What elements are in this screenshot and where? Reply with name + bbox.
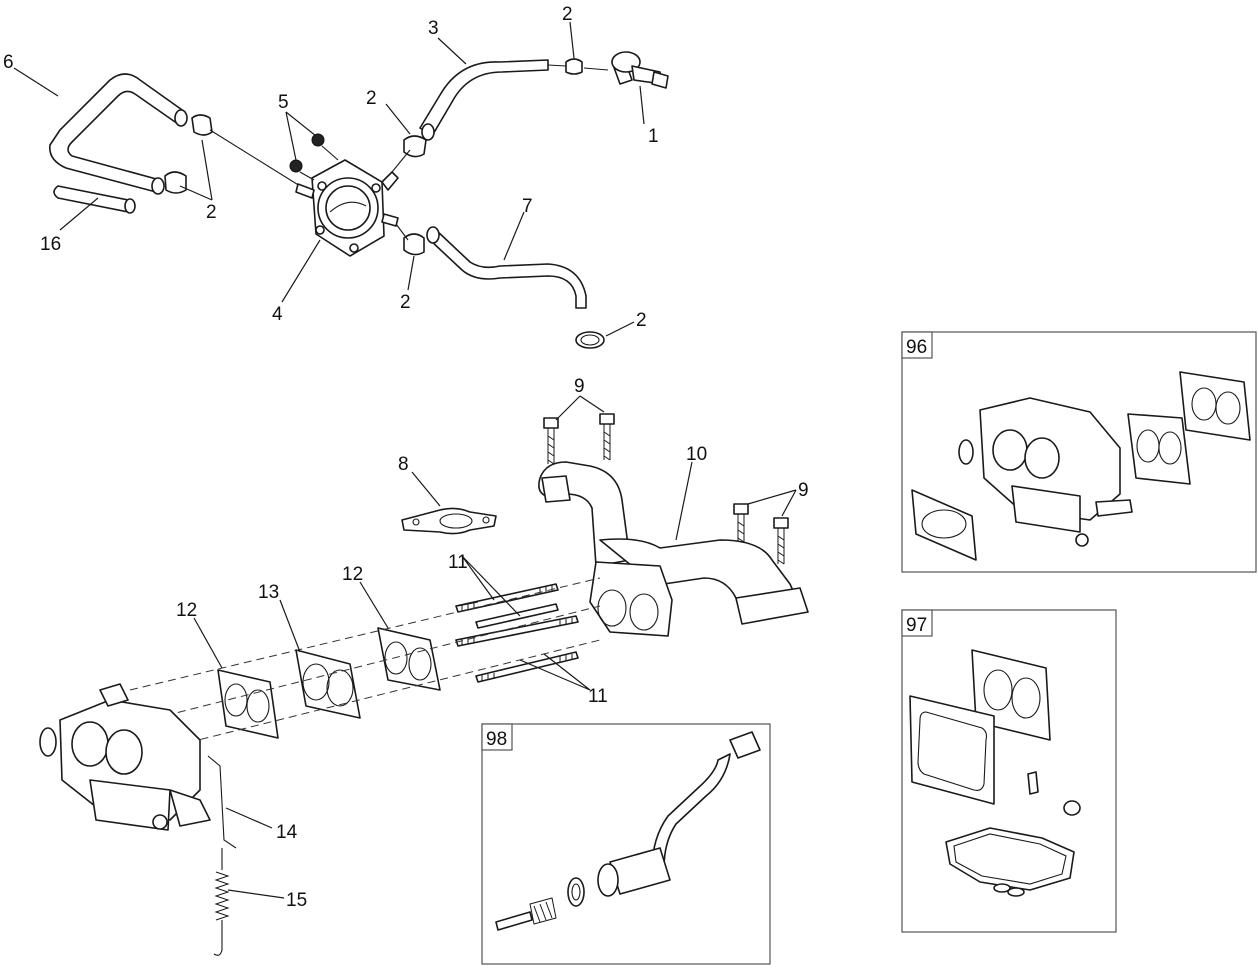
spacer-13 xyxy=(295,649,361,719)
fuel-filter-1 xyxy=(611,51,669,89)
callout-2-bottom: 2 xyxy=(400,292,411,313)
intake-manifold-10 xyxy=(538,461,809,637)
hose-16 xyxy=(53,185,136,214)
gasket-8 xyxy=(401,507,497,535)
hose-clamp-2d xyxy=(565,58,583,75)
kit-98-frame xyxy=(481,723,771,965)
callout-2-top: 2 xyxy=(562,4,573,25)
carburetor xyxy=(39,683,211,831)
callout-14: 14 xyxy=(276,822,298,843)
callout-2-right: 2 xyxy=(636,310,647,331)
kit-96-frame xyxy=(901,331,1257,573)
callout-4: 4 xyxy=(272,304,283,325)
kit-97-frame xyxy=(901,609,1117,933)
fuel-hose-7 xyxy=(426,226,587,309)
gasket-12-left xyxy=(217,669,279,739)
callout-16: 16 xyxy=(40,234,61,255)
callout-12-left: 12 xyxy=(176,600,197,621)
kit-98-label: 98 xyxy=(486,729,507,750)
callout-9-left: 9 xyxy=(574,376,585,397)
fuel-pump-4 xyxy=(295,159,399,257)
spring-15 xyxy=(213,848,230,956)
callout-7: 7 xyxy=(522,196,533,217)
callout-11-top: 11 xyxy=(448,552,468,573)
callout-2-pump: 2 xyxy=(366,88,377,109)
callout-2-left: 2 xyxy=(206,202,217,223)
bolts-9-left xyxy=(543,413,615,465)
callout-3: 3 xyxy=(428,18,439,39)
callout-13: 13 xyxy=(258,582,279,603)
gasket-12-right xyxy=(377,627,441,691)
leader-lines xyxy=(13,21,797,899)
callout-12-right: 12 xyxy=(342,564,363,585)
studs-11 xyxy=(455,583,579,683)
callout-1: 1 xyxy=(648,126,659,147)
callout-11-bottom: 11 xyxy=(588,686,608,707)
bolts-9-right xyxy=(733,503,789,565)
throttle-link-14 xyxy=(207,755,237,849)
callout-8: 8 xyxy=(398,454,409,475)
callout-15: 15 xyxy=(286,890,307,911)
fuel-hose-6 xyxy=(49,73,188,195)
hose-clamp-2b xyxy=(164,171,187,194)
callout-10: 10 xyxy=(686,444,707,465)
hose-clamp-2e xyxy=(403,233,605,349)
screws-5 xyxy=(289,133,339,181)
callout-5: 5 xyxy=(278,92,289,113)
hose-clamp-2a xyxy=(191,114,213,136)
callout-6: 6 xyxy=(3,52,14,73)
callout-9-right: 9 xyxy=(798,480,809,501)
fuel-hose-3 xyxy=(419,59,549,141)
kit-96-label: 96 xyxy=(906,337,927,358)
kit-97-label: 97 xyxy=(906,615,927,636)
